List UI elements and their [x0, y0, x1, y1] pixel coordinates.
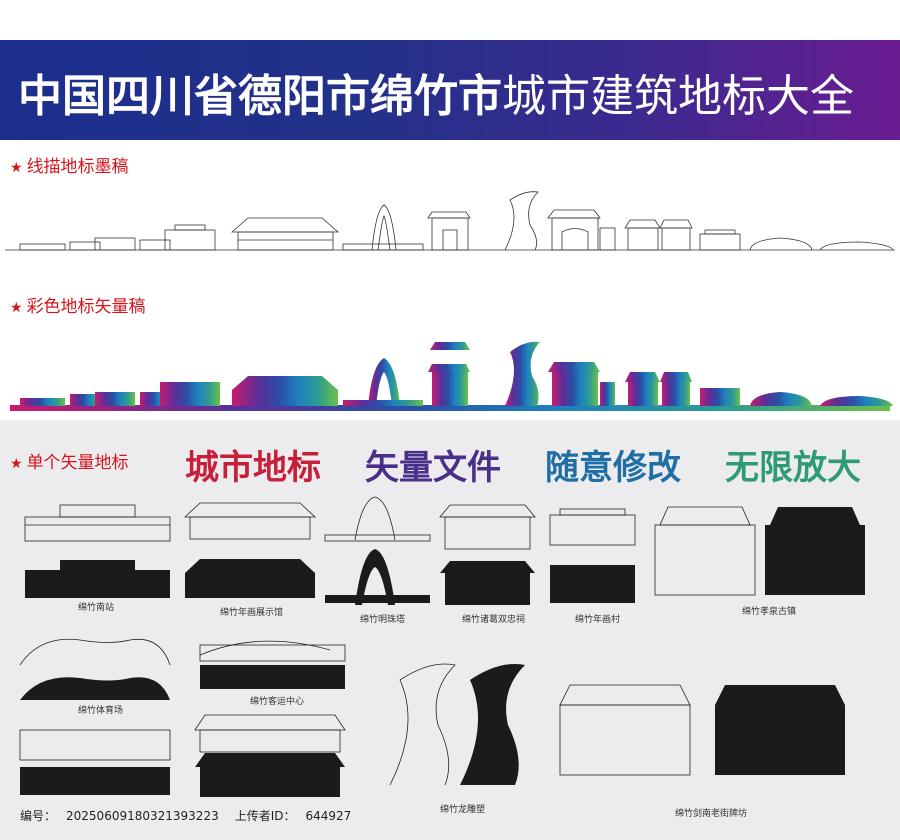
star-icon: ★: [10, 300, 23, 316]
star-icon: ★: [10, 456, 23, 472]
caption-pearl-tower: 绵竹明珠塔: [360, 615, 406, 625]
caption-dragon-sculpture: 绵竹龙雕塑: [440, 805, 486, 815]
id-value: 20250609180321393223: [66, 809, 219, 823]
uploader-value: 644927: [305, 809, 352, 823]
section-label-line-art-text: 线描地标墨稿: [26, 157, 129, 177]
section-label-single-vector: ★单个矢量地标: [10, 448, 129, 473]
slogan-vector-file: 矢量文件: [365, 448, 501, 488]
section-label-color-vector-text: 彩色地标矢量稿: [26, 297, 146, 317]
slogan-freely-edit: 随意修改: [545, 448, 681, 488]
star-icon: ★: [10, 160, 23, 176]
footer-info: 编号： 20250609180321393223 上传者ID： 644927: [20, 807, 361, 824]
caption-south-station: 绵竹南站: [78, 603, 115, 613]
landmark-illustrations: [19, 496, 865, 797]
caption-painting-village: 绵竹年画村: [575, 615, 621, 625]
slogan-city-landmark: 城市地标: [185, 448, 321, 488]
page-title-bold: 中国四川省德阳市绵竹市: [18, 71, 502, 122]
section-label-single-vector-text: 单个矢量地标: [26, 453, 129, 473]
page-title: 中国四川省德阳市绵竹市城市建筑地标大全: [18, 60, 898, 124]
id-label: 编号：: [20, 809, 57, 823]
section-label-line-art: ★线描地标墨稿: [10, 152, 129, 177]
caption-stadium: 绵竹体育场: [78, 706, 124, 716]
title-banner: [0, 40, 900, 140]
caption-xiaoquan-town: 绵竹孝泉古镇: [742, 607, 797, 617]
caption-jiannan-archway: 绵竹剑南老街牌坊: [675, 809, 748, 819]
uploader-label: 上传者ID：: [234, 809, 296, 823]
caption-painting-gallery: 绵竹年画展示馆: [220, 608, 284, 618]
color-skyline: [10, 341, 893, 411]
section-label-color-vector: ★彩色地标矢量稿: [10, 292, 146, 317]
caption-zhuge-shrine: 绵竹诸葛双忠祠: [462, 615, 526, 625]
slogan-infinite-zoom: 无限放大: [725, 448, 861, 488]
line-art-skyline: [5, 191, 895, 251]
caption-bus-center: 绵竹客运中心: [250, 697, 305, 707]
page-title-light: 城市建筑地标大全: [502, 71, 854, 122]
